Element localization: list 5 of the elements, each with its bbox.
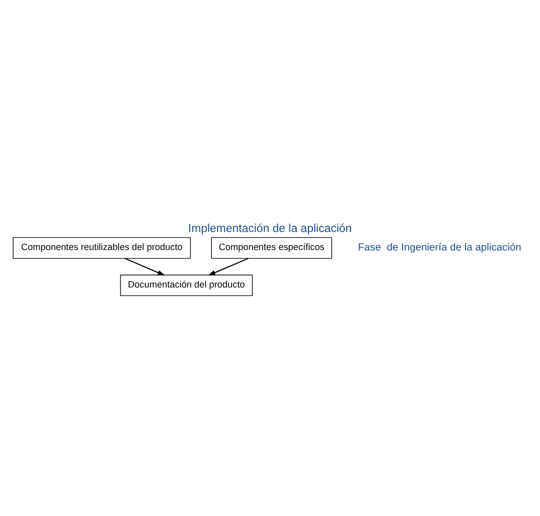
node-box: Componentes específicos: [211, 237, 332, 259]
node-box: Componentes reutilizables del producto: [12, 237, 191, 259]
label: Fase de Ingeniería de la aplicación: [358, 242, 522, 254]
node-box: Documentación del producto: [120, 274, 253, 296]
diagram-title: Implementación de la aplicación: [188, 222, 352, 235]
